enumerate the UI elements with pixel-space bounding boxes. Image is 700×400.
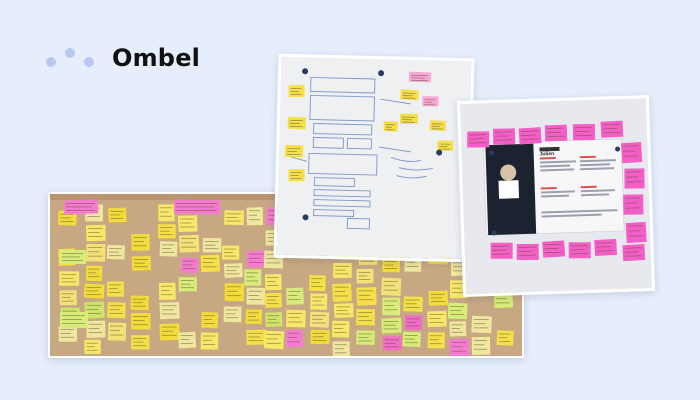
- sticky-note: [159, 323, 180, 341]
- sticky-note: [356, 309, 376, 326]
- sticky-note: [107, 322, 127, 341]
- sticky-note: [331, 320, 350, 338]
- sticky-note: [408, 71, 432, 83]
- sticky-note: [286, 287, 304, 305]
- sticky-note: [86, 243, 106, 262]
- sticky-note: [286, 309, 306, 328]
- sticky-note: [178, 331, 197, 349]
- sticky-note: [200, 254, 221, 273]
- sticky-note: [332, 283, 352, 302]
- sticky-note: [264, 273, 282, 291]
- sticky-note: [404, 254, 422, 272]
- sticky-note: [178, 234, 200, 253]
- sticky-note: [158, 282, 176, 300]
- sticky-note: [246, 250, 267, 268]
- sticky-note: [85, 224, 106, 242]
- sticky-note: [449, 338, 470, 356]
- sticky-note: [86, 320, 106, 338]
- sticky-note: [159, 301, 180, 320]
- sticky-note: [201, 311, 219, 329]
- sticky-note: [158, 204, 175, 222]
- sticky-note: [400, 89, 419, 101]
- sticky-note: [467, 131, 490, 148]
- sticky-note: [60, 312, 88, 328]
- sticky-note: [437, 140, 454, 151]
- sticky-note: [84, 301, 105, 319]
- sticky-note: [58, 326, 78, 342]
- sticky-note: [308, 274, 326, 292]
- sticky-note: [107, 281, 124, 297]
- sticky-note: [383, 121, 398, 132]
- sticky-note: [381, 277, 402, 297]
- sticky-note: [246, 287, 266, 305]
- sticky-note: [471, 336, 491, 355]
- sticky-note: [223, 306, 242, 323]
- sticky-note: [621, 142, 643, 164]
- sticky-note: [224, 283, 245, 302]
- sticky-note: [625, 221, 647, 244]
- sticky-note: [332, 341, 350, 356]
- sticky-note: [107, 301, 126, 319]
- sticky-note: [429, 120, 447, 132]
- whiteboard-wireframe-photo: [273, 53, 475, 263]
- sticky-note: [493, 290, 514, 309]
- sticky-note: [130, 313, 151, 330]
- sticky-note: [356, 287, 377, 306]
- sticky-note: [623, 194, 644, 215]
- sticky-note: [450, 280, 468, 299]
- sticky-note: [427, 332, 445, 349]
- sticky-note: [85, 265, 103, 282]
- sticky-note: [399, 113, 419, 124]
- sticky-note: [422, 96, 439, 107]
- sticky-note: [200, 332, 219, 350]
- brand-name: Ombel: [112, 44, 201, 72]
- sticky-note: [131, 234, 150, 251]
- brand-logo: Ombel: [46, 44, 200, 72]
- sticky-note: [490, 242, 513, 259]
- sticky-note: [244, 269, 262, 286]
- sticky-note: [246, 207, 264, 226]
- sticky-note: [177, 215, 198, 233]
- persona-name: Julien: [540, 151, 555, 157]
- sticky-note: [427, 310, 447, 328]
- sticky-note: [471, 315, 493, 334]
- sticky-note: [263, 250, 284, 269]
- persona-board-photo: Julien: [456, 95, 656, 297]
- sticky-note: [624, 168, 645, 189]
- sticky-note: [310, 293, 328, 310]
- sticky-note: [382, 297, 401, 316]
- sticky-note: [264, 330, 285, 350]
- three-dots-logo-icon: [46, 45, 98, 71]
- sticky-note: [447, 302, 468, 320]
- sticky-note: [286, 329, 304, 348]
